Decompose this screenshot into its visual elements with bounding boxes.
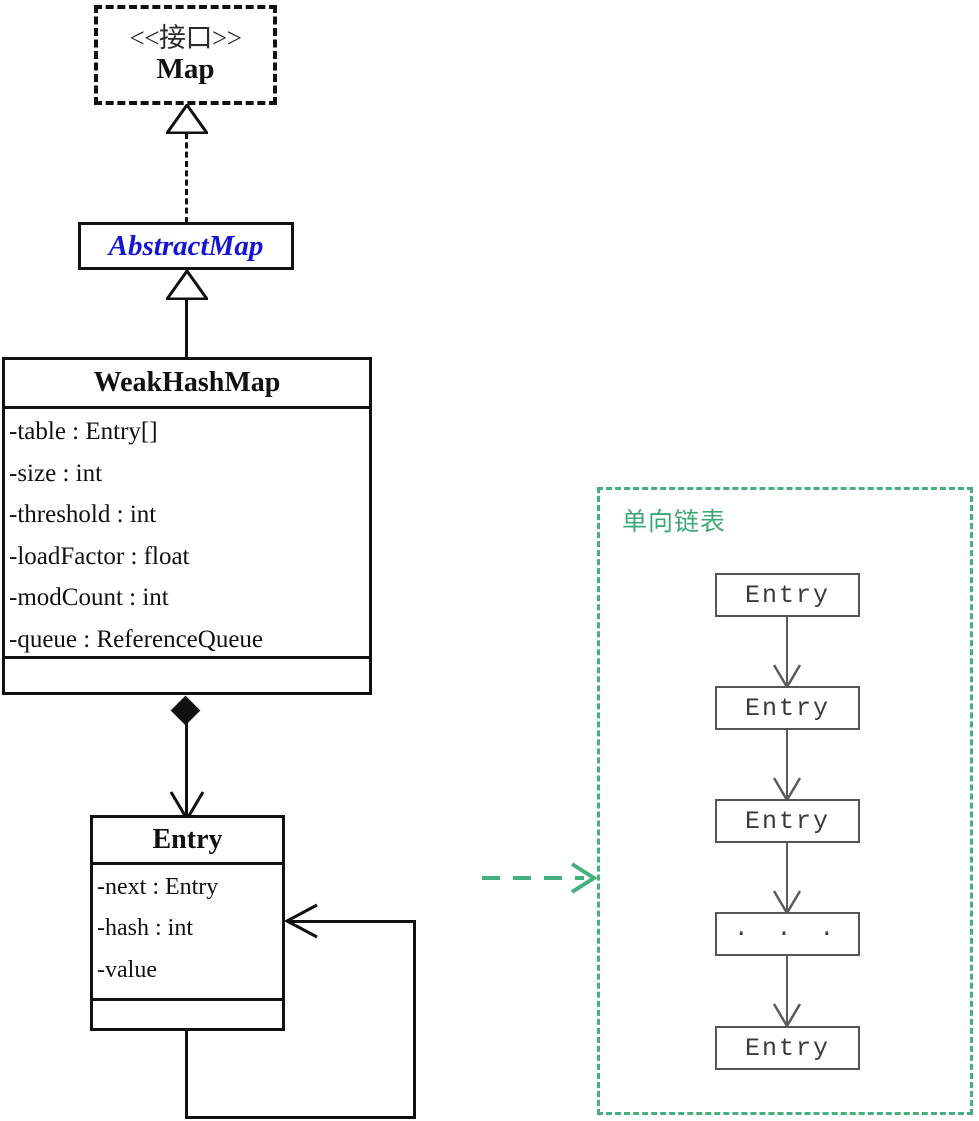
list-item[interactable]: Entry [715, 799, 860, 843]
entry-attributes-separator [93, 998, 282, 1001]
attribute-row: -queue : ReferenceQueue [9, 625, 264, 653]
class-abstractmap-box[interactable]: AbstractMap [78, 222, 294, 270]
weakhashmap-title-separator [5, 406, 369, 409]
dependency-dashed-arrow-icon [482, 862, 598, 894]
list-link-line [786, 730, 788, 798]
self-association-top-segment [287, 920, 415, 923]
interface-map-box[interactable]: <<接口>> Map [94, 5, 277, 105]
generalization-triangle-icon [166, 270, 208, 300]
attribute-row: -modCount : int [9, 584, 169, 611]
generalization-solid-line [185, 299, 188, 358]
interface-stereotype-label: <<接口>> [129, 22, 242, 53]
composition-line [185, 700, 188, 820]
weakhashmap-operations [5, 659, 369, 692]
list-item[interactable]: Entry [715, 573, 860, 617]
self-association-arrowhead-icon [283, 903, 318, 939]
realization-triangle-icon [166, 104, 208, 134]
self-association-bottom-segment [185, 1116, 416, 1119]
entry-title-separator [93, 862, 282, 865]
attribute-row: -hash : int [97, 915, 193, 942]
weakhashmap-attributes-separator [5, 656, 369, 659]
linked-list-panel [597, 487, 973, 1115]
list-item[interactable]: Entry [715, 1026, 860, 1070]
list-link-line [786, 843, 788, 911]
list-item-ellipsis[interactable]: · · · [715, 912, 860, 956]
list-link-line [786, 956, 788, 1024]
list-link-arrowhead-icon [772, 1003, 802, 1028]
interface-map-name: Map [156, 53, 215, 86]
attribute-row: -loadFactor : float [9, 542, 190, 570]
class-abstractmap-name: AbstractMap [108, 229, 264, 262]
list-item[interactable]: Entry [715, 686, 860, 730]
class-entry-box[interactable]: Entry -next : Entry -hash : int -value [90, 815, 285, 1031]
attribute-row: -value [97, 956, 157, 983]
attribute-row: -threshold : int [9, 501, 157, 528]
class-weakhashmap-name: WeakHashMap [93, 367, 281, 398]
class-entry-name: Entry [152, 824, 223, 855]
self-association-down-segment [185, 1031, 188, 1118]
realization-dashed-line [185, 133, 188, 223]
self-association-up-segment [413, 920, 416, 1118]
attribute-row: -size : int [9, 459, 103, 487]
linked-list-panel-label: 单向链表 [622, 508, 727, 536]
attribute-row: -table : Entry[] [9, 418, 158, 445]
entry-operations [93, 1001, 282, 1031]
list-link-line [786, 617, 788, 685]
class-weakhashmap-box[interactable]: WeakHashMap -table : Entry[] -size : int… [2, 357, 372, 695]
entry-attributes: -next : Entry -hash : int -value [93, 865, 282, 991]
weakhashmap-attributes: -table : Entry[] -size : int -threshold … [5, 409, 369, 660]
attribute-row: -next : Entry [97, 874, 219, 900]
